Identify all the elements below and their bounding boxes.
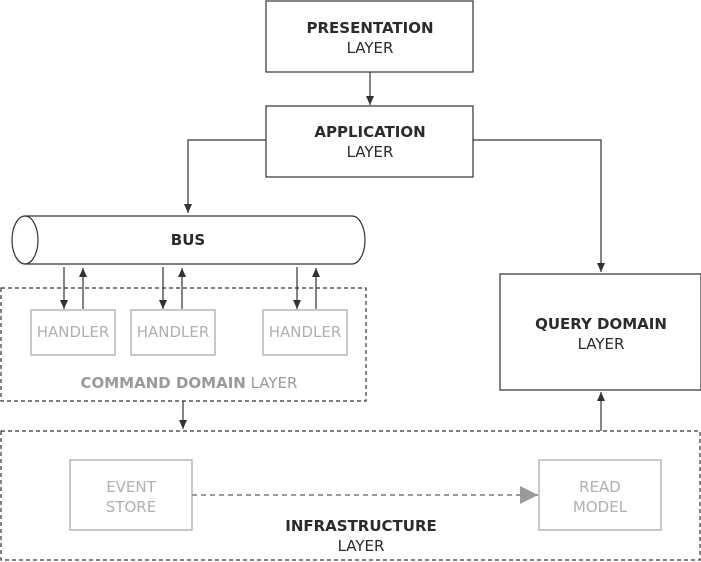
event-store-box: EVENT STORE <box>69 459 193 531</box>
read-model-box: READ MODEL <box>538 459 662 531</box>
handler-label: HANDLER <box>37 323 110 341</box>
presentation-layer-box: PRESENTATION LAYER <box>265 0 474 73</box>
handler-label: HANDLER <box>137 323 210 341</box>
handler-box: HANDLER <box>30 309 116 356</box>
presentation-layer-subtitle: LAYER <box>347 39 394 57</box>
handler-box: HANDLER <box>130 309 216 356</box>
read-model-line1: READ <box>579 478 621 496</box>
infrastructure-container <box>0 430 701 561</box>
infrastructure-subtitle: LAYER <box>338 537 385 555</box>
query-domain-subtitle: LAYER <box>578 335 625 353</box>
application-layer-subtitle: LAYER <box>347 143 394 161</box>
query-domain-layer-box: QUERY DOMAIN LAYER <box>499 273 701 391</box>
presentation-layer-title: PRESENTATION <box>306 19 433 37</box>
read-model-line2: MODEL <box>573 498 628 516</box>
query-domain-title: QUERY DOMAIN <box>535 315 667 333</box>
infrastructure-title: INFRASTRUCTURE <box>285 517 437 535</box>
event-store-line2: STORE <box>106 498 156 516</box>
bus-handler-arrows <box>60 267 320 309</box>
command-domain-label: COMMAND DOMAIN LAYER <box>81 374 298 392</box>
handler-label: HANDLER <box>269 323 342 341</box>
arrow-application-to-query-domain <box>473 139 605 272</box>
handler-box: HANDLER <box>262 309 348 356</box>
application-layer-box: APPLICATION LAYER <box>265 105 474 178</box>
command-domain-title: COMMAND DOMAIN <box>81 374 246 392</box>
application-layer-title: APPLICATION <box>314 123 425 141</box>
bus-cylinder: BUS <box>11 215 366 265</box>
event-store-line1: EVENT <box>106 478 156 496</box>
command-domain-subtitle: LAYER <box>251 374 298 392</box>
bus-label: BUS <box>171 231 205 249</box>
arrow-application-to-bus <box>184 139 266 213</box>
